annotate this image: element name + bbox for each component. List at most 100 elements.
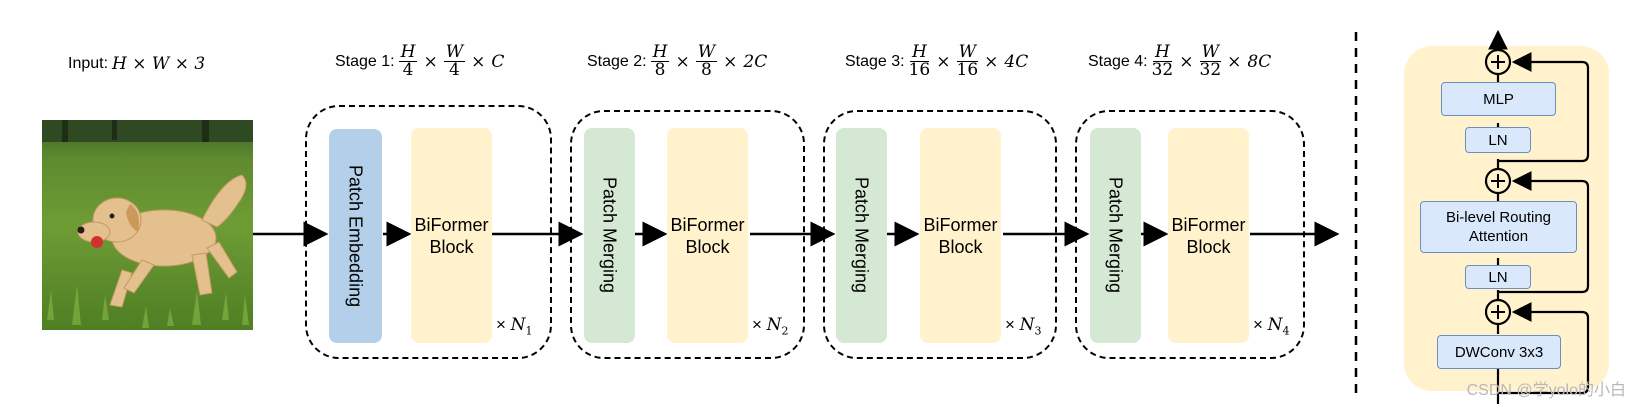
mlp-box: MLP: [1441, 82, 1556, 116]
ln-top-label: LN: [1488, 131, 1508, 149]
stage-3-w-num: W: [956, 42, 979, 62]
attention-label: Bi-level Routing Attention: [1445, 209, 1552, 245]
biformer-block-1-label: BiFormer Block: [414, 214, 489, 257]
stage-3-repeat: × N3: [1005, 315, 1042, 337]
stage-4-prefix: Stage 4:: [1088, 52, 1148, 70]
patch-merging-2-label: Patch Merging: [599, 177, 620, 294]
stage-1-repeat-times: ×: [496, 315, 506, 334]
patch-merging-block-2: Patch Merging: [584, 128, 635, 343]
stage-1-repeat-n: N: [510, 315, 526, 335]
biformer-block-1: BiFormer Block: [411, 128, 492, 343]
plus-circle-3: [1484, 48, 1512, 76]
stage-4-w-num: W: [1199, 42, 1222, 62]
stage-1-h-den: 4: [402, 60, 414, 80]
biformer-block-4-label: BiFormer Block: [1171, 214, 1246, 257]
stage-1-prefix: Stage 1:: [335, 52, 395, 70]
biformer-block-3: BiFormer Block: [920, 128, 1001, 343]
input-label-prefix: Input:: [68, 55, 109, 72]
patch-embedding-block: Patch Embedding: [329, 129, 382, 343]
stage-2-prefix: Stage 2:: [587, 52, 647, 70]
stage-4-times-b: ×: [1227, 51, 1242, 72]
stage-1-times-a: ×: [423, 51, 438, 72]
stage-2-repeat-sub: 2: [781, 324, 789, 338]
mlp-label: MLP: [1483, 90, 1514, 108]
input-image: [42, 120, 253, 330]
stage-3-w-den: 16: [956, 60, 979, 80]
stage-1-h-num: H: [398, 42, 418, 62]
stage-1-channels: C: [491, 51, 505, 72]
patch-merging-3-label: Patch Merging: [851, 177, 872, 294]
biformer-block-2-label: BiFormer Block: [670, 214, 745, 257]
attention-box: Bi-level Routing Attention: [1420, 201, 1577, 253]
watermark: CSDN @学yolo的小白: [1466, 382, 1626, 399]
stage-4-box: [1075, 110, 1305, 359]
input-label-expr: H × W × 3: [112, 54, 206, 74]
input-label: Input: H × W × 3: [68, 54, 205, 74]
stage-3-repeat-n: N: [1019, 315, 1035, 335]
residual-attention: [1498, 171, 1590, 294]
stage-3-repeat-times: ×: [1005, 315, 1015, 334]
stage-2-times-a: ×: [675, 51, 690, 72]
stage-3-h-num: H: [910, 42, 929, 62]
ln-box-top: LN: [1465, 127, 1531, 153]
stage-2-channels: 2C: [743, 51, 768, 72]
dwconv-label: DWConv 3x3: [1454, 343, 1544, 361]
residual-dwconv: [1498, 302, 1590, 395]
stage-2-repeat-times: ×: [752, 315, 762, 334]
stage-4-repeat-times: ×: [1253, 315, 1263, 334]
stage-3-times-b: ×: [984, 51, 999, 72]
biformer-block-3-label: BiFormer Block: [923, 214, 998, 257]
stage-2-repeat: × N2: [752, 315, 789, 337]
stage-3-repeat-sub: 3: [1034, 324, 1042, 338]
ln-box-bottom: LN: [1465, 265, 1531, 289]
dwconv-box: DWConv 3x3: [1437, 335, 1561, 369]
stage-4-w-den: 32: [1199, 60, 1222, 80]
stage-3-prefix: Stage 3:: [845, 52, 905, 70]
stage-1-times-b: ×: [471, 51, 486, 72]
stage-4-times-a: ×: [1179, 51, 1194, 72]
stage-4-repeat-n: N: [1267, 315, 1283, 335]
patch-embedding-label: Patch Embedding: [345, 164, 366, 308]
stage-2-h-num: H: [650, 42, 670, 62]
dog-photo-illustration: [42, 120, 253, 330]
stage-1-w-den: 4: [449, 60, 460, 80]
stage-1-w-num: W: [443, 42, 466, 62]
biformer-block-2: BiFormer Block: [667, 128, 748, 343]
patch-merging-block-4: Patch Merging: [1090, 128, 1141, 343]
stage-3-times-a: ×: [936, 51, 951, 72]
stage-4-h-den: 32: [1151, 60, 1174, 80]
stage-4-channels: 8C: [1247, 51, 1272, 72]
stage-2-times-b: ×: [723, 51, 738, 72]
patch-merging-block-3: Patch Merging: [836, 128, 887, 343]
stage-2-box: [570, 110, 805, 359]
stage-3-h-den: 16: [908, 60, 931, 80]
plus-circle-2: [1484, 167, 1512, 195]
ln-bottom-label: LN: [1488, 268, 1508, 286]
stage-4-h-num: H: [1153, 42, 1172, 62]
stage-4-repeat-sub: 4: [1282, 324, 1290, 338]
stage-2-h-den: 8: [654, 60, 666, 80]
stage-2-w-num: W: [695, 42, 718, 62]
stage-4-repeat: × N4: [1253, 315, 1290, 337]
stage-2-repeat-n: N: [766, 315, 782, 335]
plus-circle-1: [1484, 298, 1512, 326]
residual-mlp: [1498, 52, 1590, 163]
stage-1-repeat-sub: 1: [525, 324, 533, 338]
stage-1-box: [305, 105, 552, 359]
stage-3-box: [823, 110, 1057, 359]
stage-1-repeat: × N1: [496, 315, 533, 337]
